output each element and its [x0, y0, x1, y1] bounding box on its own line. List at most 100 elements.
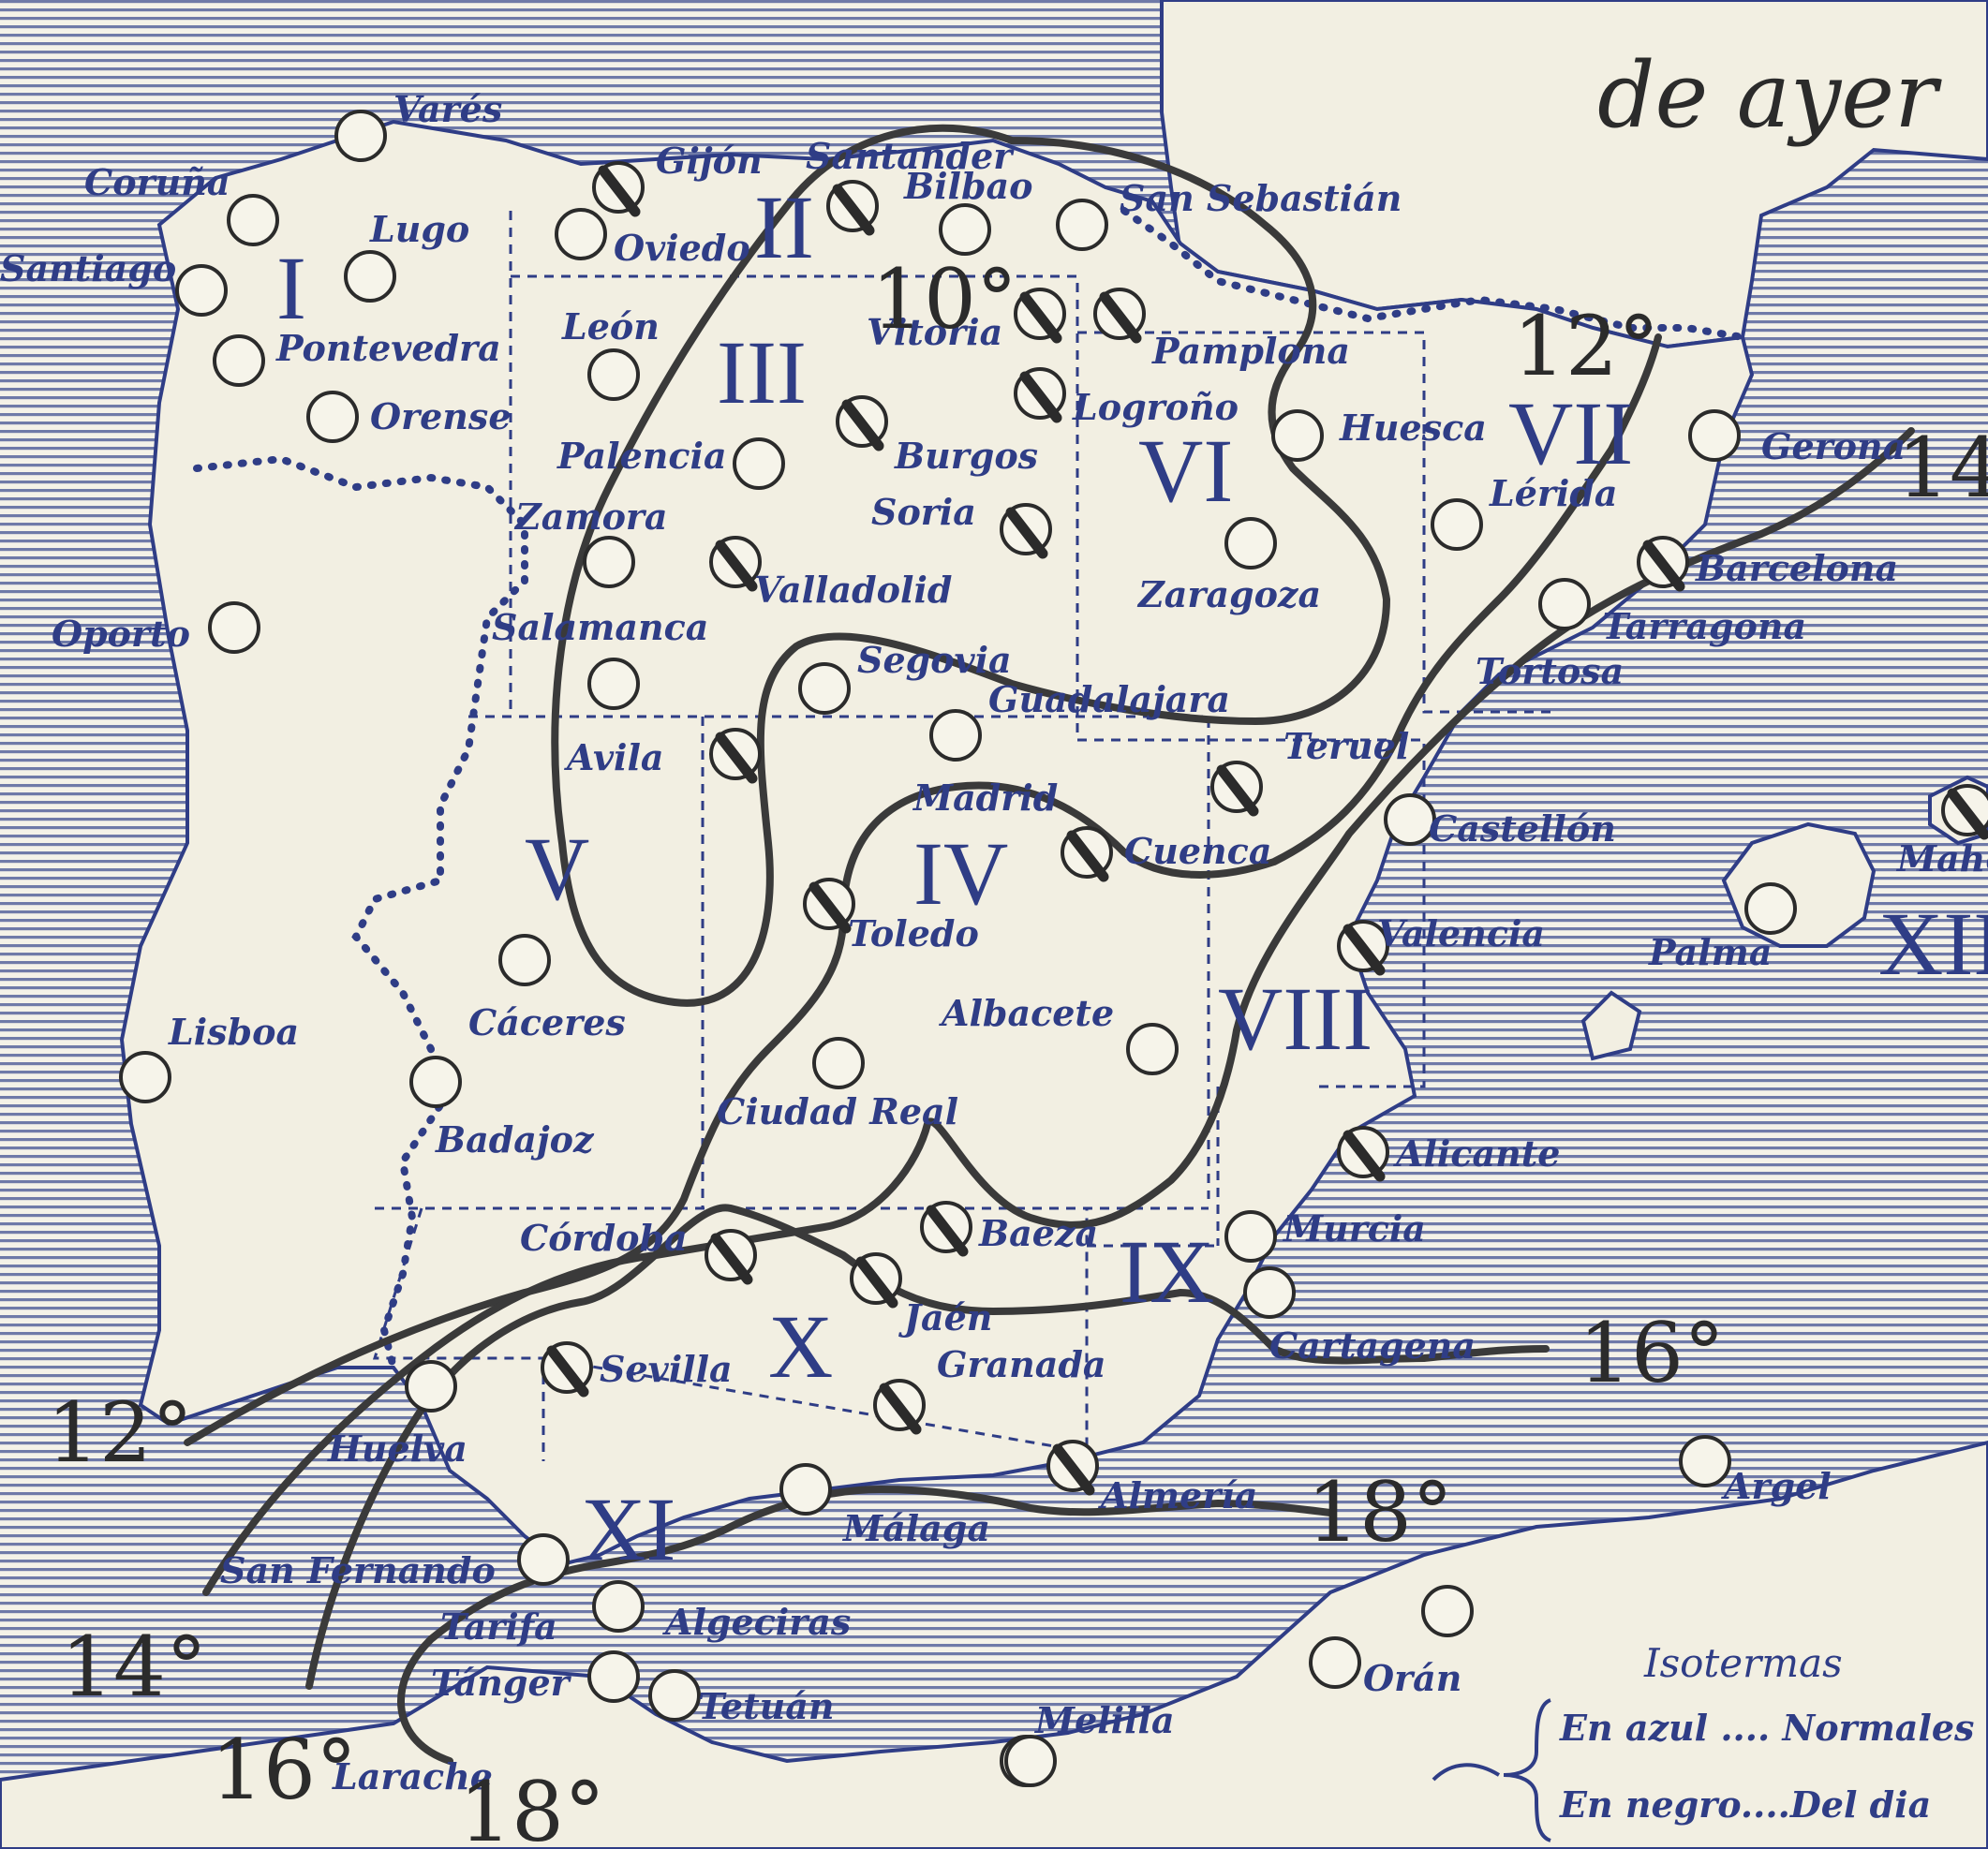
- city-label: Zaragoza: [1136, 573, 1321, 615]
- wind-bar: [1052, 1443, 1095, 1496]
- city-label: Huelva: [327, 1427, 467, 1470]
- city-label: Alicante: [1393, 1132, 1560, 1175]
- station-marker: [555, 208, 607, 260]
- city-label: Oporto: [52, 613, 190, 655]
- city-label: Orense: [370, 395, 512, 437]
- wind-bar: [1343, 924, 1386, 976]
- station-marker: [306, 391, 359, 443]
- stations-wind: [541, 161, 1988, 1496]
- station-marker: [1224, 1210, 1277, 1263]
- city-label: Salamanca: [492, 606, 708, 648]
- city-label: Burgos: [894, 435, 1038, 477]
- station-marker: [587, 348, 640, 401]
- region-boundaries: [372, 211, 1555, 1461]
- city-label: Baeza: [978, 1212, 1098, 1254]
- station-marker: [213, 334, 265, 387]
- wind-bar: [879, 1383, 922, 1435]
- wind-bar: [809, 881, 852, 934]
- city-label: Lérida: [1489, 472, 1618, 514]
- region-label: VI: [1138, 421, 1233, 521]
- city-label: San Fernando: [220, 1549, 496, 1591]
- station-marker: [227, 194, 279, 246]
- city-label: Tortosa: [1476, 650, 1624, 692]
- city-label: Ciudad Real: [717, 1090, 958, 1132]
- wind-bar: [1019, 291, 1062, 344]
- city-label: León: [561, 305, 660, 348]
- station-marker: [498, 934, 551, 986]
- station-marker: [1126, 1023, 1179, 1075]
- handwritten-note: de ayer: [1597, 43, 1942, 148]
- station-marker: [1538, 578, 1591, 630]
- city-label: Argel: [1721, 1465, 1832, 1507]
- station-marker: [592, 1580, 645, 1633]
- isotherm-label: 14°: [61, 1619, 207, 1715]
- city-label: Granada: [937, 1343, 1106, 1385]
- station-marker: [208, 601, 260, 654]
- city-label: Santander: [806, 135, 1015, 177]
- wind-bar: [1216, 764, 1259, 817]
- city-label: Toledo: [848, 912, 979, 954]
- wind-bar: [1947, 788, 1988, 840]
- isotherm-labels: 10° 12° 12° 14° 14° 16° 16° 18° 18°: [47, 251, 1988, 1849]
- station-marker: [1309, 1636, 1361, 1689]
- city-label: Cáceres: [468, 1001, 626, 1043]
- wind-bar: [1099, 291, 1142, 344]
- legend-tilde: [1432, 1763, 1501, 1782]
- isotherm-label: 18°: [1307, 1464, 1453, 1561]
- iberia-land: [119, 119, 1755, 1567]
- station-marker: [939, 203, 991, 256]
- city-label: Teruel: [1283, 725, 1409, 767]
- station-marker: [1056, 199, 1108, 251]
- wind-bar: [715, 732, 758, 784]
- region-label: XII: [1878, 894, 1988, 994]
- portugal-border: [193, 454, 528, 1371]
- legend-black: En negro....Del dia: [1559, 1783, 1931, 1826]
- station-marker: [587, 658, 640, 710]
- station-marker: [517, 1533, 570, 1586]
- city-label: Guadalajara: [988, 678, 1230, 720]
- wind-bar: [715, 540, 758, 592]
- station-marker: [344, 250, 396, 303]
- city-label: Córdoba: [520, 1217, 688, 1259]
- city-label: Soria: [871, 491, 976, 533]
- station-marker: [1243, 1266, 1296, 1319]
- city-label: Pontevedra: [275, 327, 501, 369]
- station-marker: [409, 1056, 462, 1108]
- city-label: Valencia: [1377, 912, 1545, 954]
- city-label: Logroño: [1072, 386, 1239, 428]
- city-label: Lisboa: [168, 1011, 299, 1053]
- region-label: VII: [1508, 383, 1633, 483]
- city-label: Barcelona: [1695, 547, 1898, 589]
- isotherm-10: [551, 124, 1390, 1007]
- city-label: Coruña: [84, 161, 230, 203]
- station-marker: [405, 1360, 457, 1413]
- station-marker: [779, 1463, 832, 1516]
- city-label: Tánger: [431, 1662, 572, 1704]
- region-label: II: [754, 177, 814, 277]
- station-marker: [1744, 882, 1797, 935]
- wind-bar: [1019, 371, 1062, 423]
- station-marker: [733, 437, 785, 490]
- region-numerals: I II III IV V VI VII VIII IX X XI XII: [276, 177, 1988, 1579]
- ibiza-land: [1580, 990, 1642, 1061]
- city-label: San Sebastián: [1120, 177, 1402, 219]
- isotherm-label: 14°: [1897, 420, 1988, 516]
- stations-open: [119, 110, 1797, 1787]
- city-label: Huesca: [1339, 407, 1487, 449]
- city-label: Cartagena: [1269, 1324, 1476, 1367]
- wind-bar: [855, 1256, 898, 1309]
- station-marker: [929, 709, 982, 762]
- station-marker: [1384, 793, 1436, 846]
- city-label: Málaga: [841, 1507, 990, 1549]
- region-label: III: [717, 322, 807, 422]
- station-marker: [119, 1051, 171, 1103]
- isotherm-label: 16°: [211, 1722, 357, 1818]
- city-label: Cuenca: [1124, 830, 1271, 872]
- city-label: Melilla: [1033, 1699, 1175, 1741]
- station-marker: [583, 536, 635, 588]
- africa-land: [0, 1440, 1988, 1849]
- wind-bar: [546, 1345, 589, 1398]
- station-marker: [587, 1650, 640, 1703]
- city-label: Varés: [393, 88, 502, 130]
